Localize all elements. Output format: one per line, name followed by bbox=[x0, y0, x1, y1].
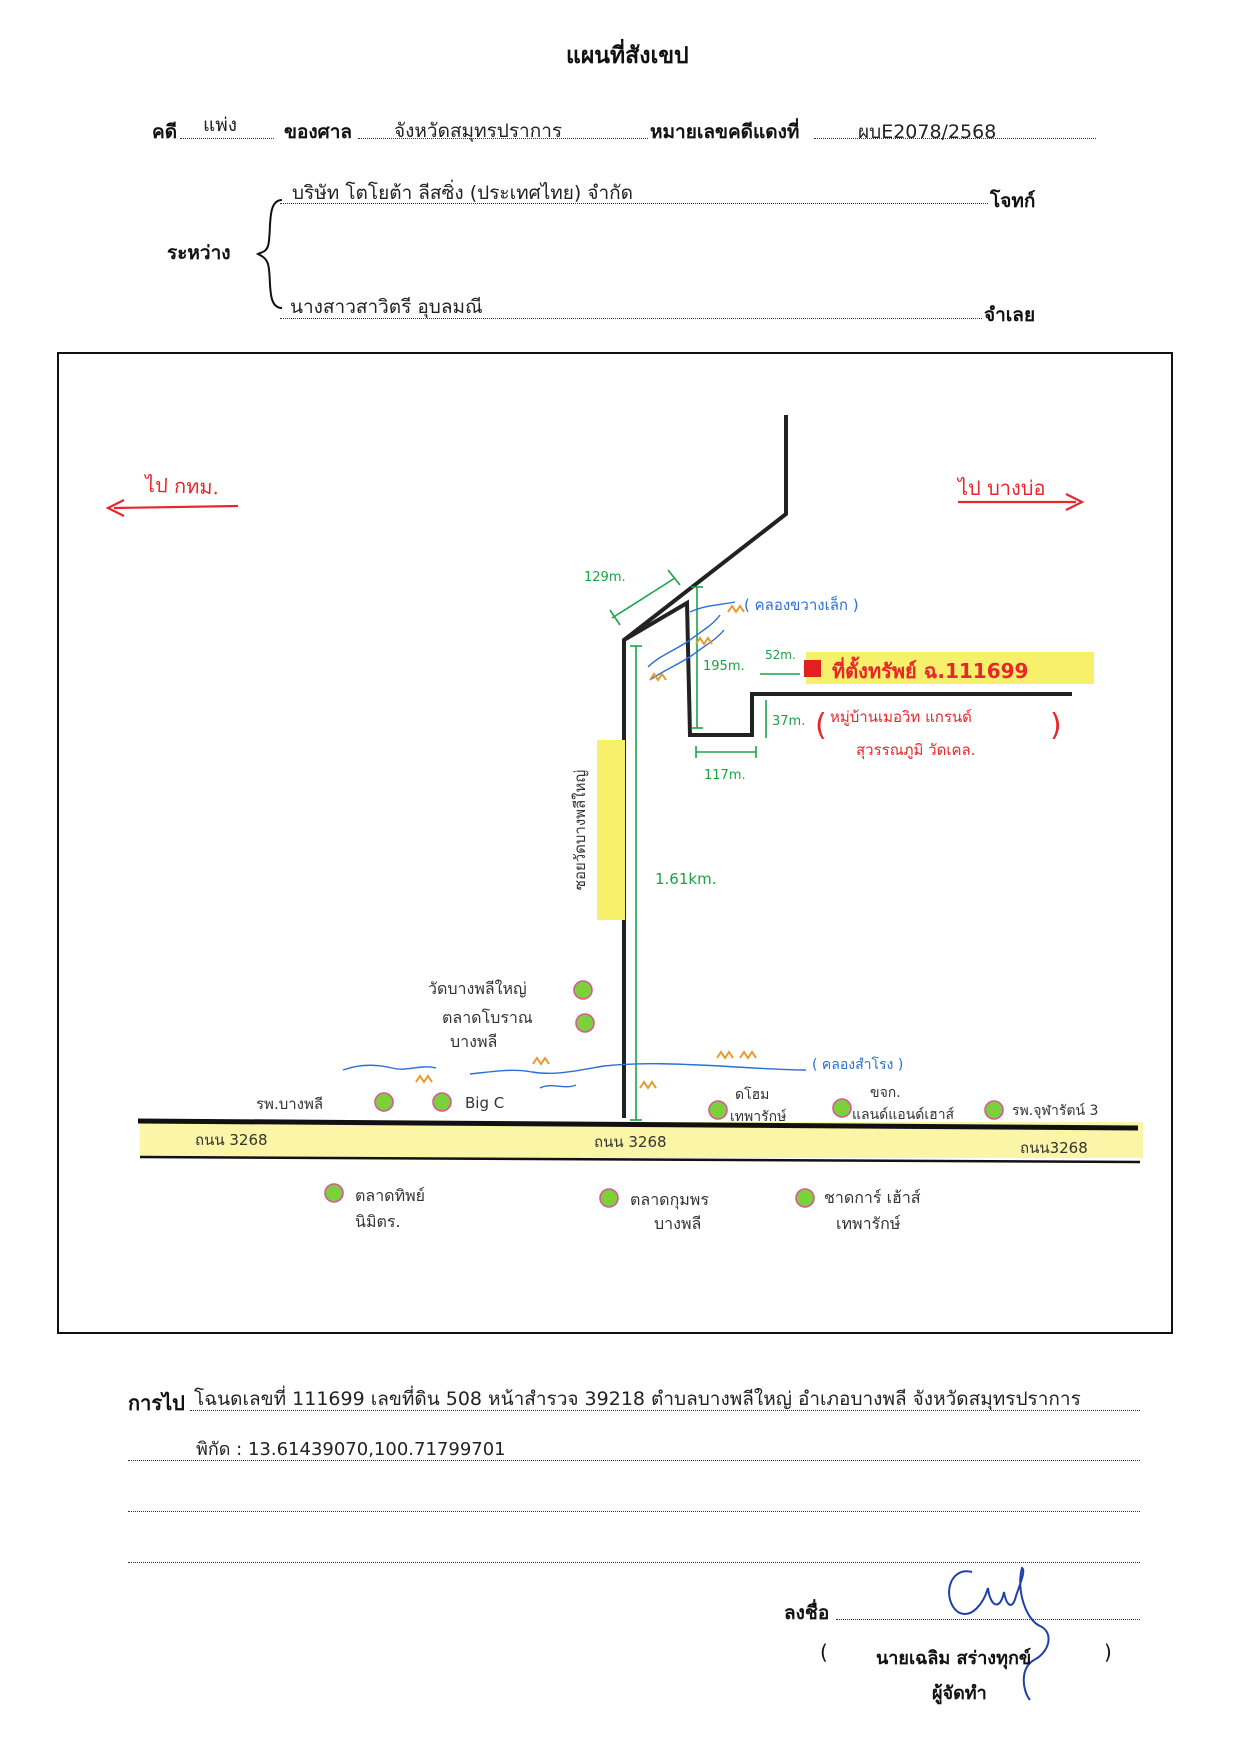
marker-wat bbox=[573, 980, 593, 1000]
directions-line-2: พิกัด : 13.61439070,100.71799701 bbox=[196, 1439, 506, 1460]
directions-line-1: โฉนดเลขที่ 111699 เลขที่ดิน 508 หน้าสำรว… bbox=[194, 1388, 1081, 1410]
red-case-number: ผบE2078/2568 bbox=[858, 121, 997, 143]
label-bigc: Big C bbox=[465, 1094, 505, 1112]
soi-label-band bbox=[597, 740, 625, 920]
village-open-paren: ( bbox=[815, 708, 827, 743]
dist-129: 129m. bbox=[584, 570, 626, 585]
directions-line-2-rule bbox=[128, 1460, 1140, 1461]
road-label-left: ถนน 3268 bbox=[195, 1131, 268, 1149]
to-bangkok-label: ไป กทม. bbox=[144, 472, 220, 500]
village-line-1: หมู่บ้านเมอวิท แกรนด์ bbox=[830, 708, 972, 726]
directions-line-3-rule bbox=[128, 1511, 1140, 1512]
main-road-bottom-edge bbox=[139, 1155, 1141, 1164]
label-hospital: รพ.จุฬารัตน์ 3 bbox=[1012, 1103, 1099, 1119]
label-kumpon-1: ตลาดกุมพร bbox=[630, 1190, 709, 1209]
marker-dlt bbox=[832, 1098, 852, 1118]
landmark-markers bbox=[324, 980, 1004, 1208]
between-label: ระหว่าง bbox=[167, 242, 231, 264]
dist-161: 1.61km. bbox=[655, 870, 717, 888]
marker-kumpon bbox=[599, 1188, 619, 1208]
property-highlight bbox=[806, 652, 1094, 684]
village-close-paren: ) bbox=[1050, 708, 1062, 743]
to-bangbo-label: ไป บางบ่อ bbox=[958, 476, 1046, 500]
label-old-market-1: ตลาดโบราณ bbox=[442, 1008, 533, 1027]
plaintiff-name: บริษัท โตโยต้า ลีสซิ่ง (ประเทศไทย) จำกัด bbox=[292, 182, 634, 204]
red-case-label: หมายเลขคดีแดงที่ bbox=[650, 121, 800, 143]
label-thip-1: ตลาดทิพย์ bbox=[355, 1186, 426, 1205]
label-homepro-2: เทพารักษ์ bbox=[730, 1109, 787, 1125]
label-thip-2: นิมิตร. bbox=[355, 1212, 401, 1231]
marker-thip bbox=[324, 1183, 344, 1203]
label-suchart-2: เทพารักษ์ bbox=[836, 1214, 901, 1233]
sign-line bbox=[836, 1619, 1140, 1620]
court-label: ของศาล bbox=[284, 121, 353, 143]
sign-label: ลงชื่อ bbox=[784, 1602, 830, 1624]
dist-37: 37m. bbox=[772, 714, 806, 729]
case-type-line bbox=[180, 138, 274, 139]
defendant-line bbox=[280, 318, 982, 319]
soi-label: ซอยวัดบางพลีใหญ่ bbox=[571, 769, 590, 891]
main-road-top-edge bbox=[137, 1118, 1139, 1131]
case-type: แพ่ง bbox=[203, 114, 238, 136]
label-dlt-2: แลนด์แอนด์เฮาส์ bbox=[852, 1107, 955, 1123]
plaintiff-role: โจทก์ bbox=[990, 190, 1036, 212]
marker-old-market bbox=[575, 1013, 595, 1033]
marker-school bbox=[374, 1092, 394, 1112]
dist-117: 117m. bbox=[704, 768, 746, 783]
signer-role: ผู้จัดทำ bbox=[932, 1683, 987, 1704]
marker-hospital bbox=[984, 1100, 1004, 1120]
canal-bottom-label: ( คลองสำโรง ) bbox=[812, 1057, 904, 1073]
marker-bigc bbox=[432, 1092, 452, 1112]
main-branch bbox=[622, 415, 788, 642]
label-old-market-2: บางพลี bbox=[450, 1032, 498, 1051]
court-line bbox=[358, 138, 648, 139]
red-case-line bbox=[814, 138, 1096, 139]
property-label: ที่ตั้งทรัพย์ ฉ.111699 bbox=[832, 659, 1029, 683]
map-frame bbox=[57, 352, 1173, 1334]
label-dlt-1: ขจก. bbox=[870, 1085, 901, 1101]
dist-195: 195m. bbox=[703, 659, 745, 674]
road-label-right: ถนน3268 bbox=[1020, 1139, 1088, 1157]
defendant-name: นางสาวสาวิตรี อุบลมณี bbox=[290, 296, 483, 318]
directions-line-1-rule bbox=[190, 1410, 1140, 1411]
dist-52: 52m. bbox=[765, 648, 796, 662]
label-suchart-1: ชาดการ์ เฮ้าส์ bbox=[824, 1188, 921, 1207]
case-label: คดี bbox=[152, 121, 178, 143]
directions-line-4-rule bbox=[128, 1562, 1140, 1563]
page-title: แผนที่สังเขป bbox=[566, 43, 689, 69]
marker-suchart bbox=[795, 1188, 815, 1208]
defendant-role: จำเลย bbox=[984, 304, 1036, 326]
label-school: รพ.บางพลี bbox=[256, 1095, 324, 1113]
canal-top-label: ( คลองขวางเล็ก ) bbox=[744, 596, 859, 614]
village-line-2: สุวรรณภูมิ วัดเคล. bbox=[856, 741, 976, 759]
road-label-center: ถนน 3268 bbox=[594, 1133, 667, 1151]
signer-name: นายเฉลิม สร่างทุกข์ bbox=[876, 1648, 1032, 1669]
marker-homepro bbox=[708, 1100, 728, 1120]
court-name: จังหวัดสมุทรปราการ bbox=[394, 120, 563, 142]
label-homepro-1: ดโฮม bbox=[735, 1087, 770, 1103]
directions-label: การไป bbox=[128, 1391, 185, 1415]
label-kumpon-2: บางพลี bbox=[654, 1214, 702, 1233]
arrow-left-line bbox=[113, 504, 239, 510]
name-close-paren: ) bbox=[1104, 1640, 1112, 1664]
property-marker bbox=[804, 660, 821, 677]
label-wat: วัดบางพลีใหญ่ bbox=[428, 979, 527, 998]
name-open-paren: ( bbox=[820, 1640, 828, 1664]
plaintiff-line bbox=[280, 203, 988, 204]
